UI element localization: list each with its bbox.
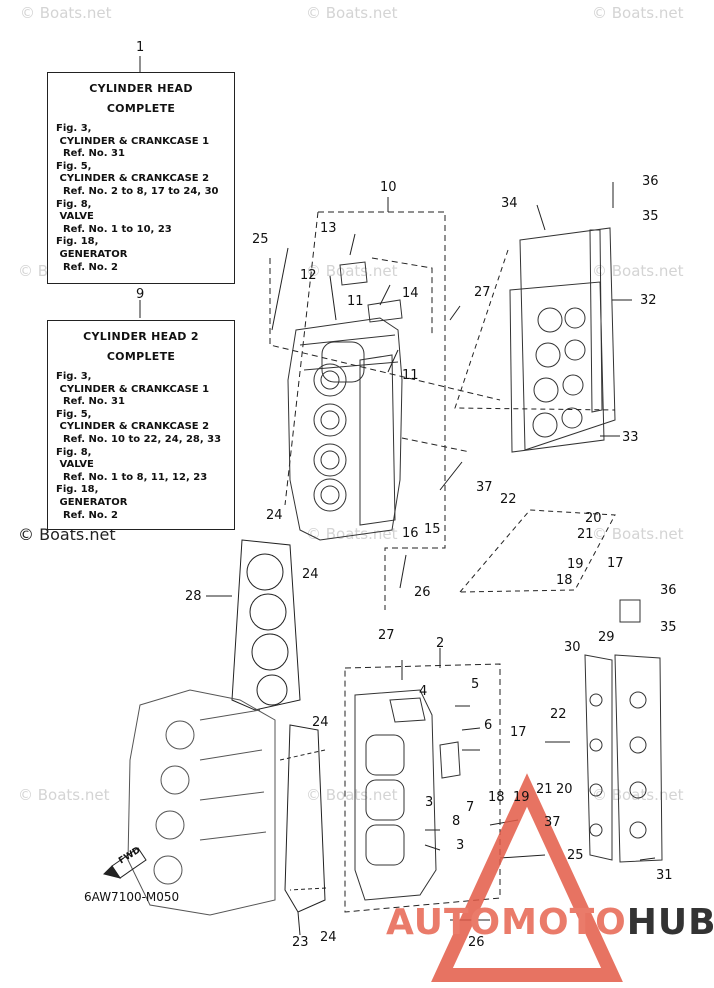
box-line: Fig. 8, (56, 198, 92, 210)
box-line: GENERATOR (56, 496, 128, 508)
box-title: CYLINDER HEAD 2 (83, 330, 199, 343)
part-ref[interactable]: 25 (567, 848, 584, 863)
box-line: VALVE (56, 459, 94, 471)
box-subtitle: COMPLETE (106, 350, 176, 363)
part-ref[interactable]: 36 (642, 174, 659, 189)
part-ref[interactable]: 24 (266, 508, 283, 523)
part-ref[interactable]: 32 (640, 293, 657, 308)
part-ref[interactable]: 11 (347, 294, 364, 309)
box-line: Fig. 18, (56, 236, 99, 248)
part-ref[interactable]: 8 (452, 814, 461, 829)
watermark: © Boats.net (592, 4, 684, 22)
part-ref[interactable]: 24 (302, 567, 319, 582)
box-line: Fig. 5, (56, 160, 92, 172)
part-ref[interactable]: 11 (402, 368, 419, 383)
part-ref[interactable]: 37 (476, 480, 493, 495)
box-line: Ref. No. 2 to 8, 17 to 24, 30 (56, 185, 219, 197)
box-line: Fig. 18, (56, 484, 99, 496)
logo-triangle (431, 773, 623, 982)
box-line: Fig. 5, (56, 408, 92, 420)
part-ref[interactable]: 21 (577, 527, 594, 542)
part-ref[interactable]: 5 (471, 677, 480, 692)
part-ref[interactable]: 18 (488, 790, 505, 805)
watermark: © Boats.net (306, 786, 398, 804)
part-ref[interactable]: 17 (607, 556, 624, 571)
watermark: © Boats.net (306, 4, 398, 22)
box-title: CYLINDER HEAD (89, 82, 193, 95)
part-ref[interactable]: 13 (320, 221, 337, 236)
part-ref[interactable]: 19 (513, 790, 530, 805)
part-ref[interactable]: 33 (622, 430, 639, 445)
box-line: CYLINDER & CRANKCASE 1 (56, 383, 210, 395)
part-ref[interactable]: 24 (320, 930, 337, 945)
part-ref[interactable]: 37 (544, 815, 561, 830)
part-ref[interactable]: 30 (564, 640, 581, 655)
box-line: Ref. No. 10 to 22, 24, 28, 33 (56, 433, 222, 445)
part-ref[interactable]: 3 (425, 795, 434, 810)
box-line: Ref. No. 2 (56, 261, 119, 273)
box-line: Fig. 3, (56, 371, 92, 382)
part-ref[interactable]: 21 (536, 782, 553, 797)
box-subtitle: COMPLETE (106, 102, 176, 115)
part-ref[interactable]: 18 (556, 573, 573, 588)
box-line: VALVE (56, 211, 94, 223)
logo-part1: AUTOMOTO (386, 902, 627, 943)
watermark: © Boats.net (20, 4, 112, 22)
box-line: Ref. No. 1 to 10, 23 (56, 223, 172, 235)
watermark: © Boats.net (592, 262, 684, 280)
box-line: CYLINDER & CRANKCASE 1 (56, 135, 210, 147)
cylinder-head-info-box: CYLINDER HEAD COMPLETE Fig. 3, CYLINDER … (47, 72, 235, 284)
diagram-code: 6AW7100-M050 (84, 890, 180, 904)
ref-2: 2 (436, 636, 445, 651)
ref-10: 10 (380, 180, 397, 195)
part-ref[interactable]: 26 (414, 585, 431, 600)
part-ref[interactable]: 27 (378, 628, 395, 643)
part-ref[interactable]: 22 (500, 492, 517, 507)
part-ref[interactable]: 35 (642, 209, 659, 224)
part-ref[interactable]: 3 (456, 838, 465, 853)
part-ref[interactable]: 28 (185, 589, 202, 604)
part-ref[interactable]: 23 (292, 935, 309, 950)
part-ref[interactable]: 12 (300, 268, 317, 283)
watermark: © Boats.net (592, 525, 684, 543)
ref-9: 9 (136, 287, 145, 302)
part-ref[interactable]: 20 (556, 782, 573, 797)
box-line: CYLINDER & CRANKCASE 2 (56, 421, 210, 433)
part-ref[interactable]: 36 (660, 583, 677, 598)
part-ref[interactable]: 15 (424, 522, 441, 537)
automotohub-logo: AUTOMOTOHUB (386, 902, 714, 943)
part-ref[interactable]: 35 (660, 620, 677, 635)
part-ref[interactable]: 31 (656, 868, 673, 883)
part-ref[interactable]: 19 (567, 557, 584, 572)
part-ref[interactable]: 14 (402, 286, 419, 301)
part-ref[interactable]: 22 (550, 707, 567, 722)
part-ref[interactable]: 24 (312, 715, 329, 730)
part-ref[interactable]: 4 (419, 684, 428, 699)
part-ref[interactable]: 20 (585, 511, 602, 526)
box-line: Fig. 8, (56, 446, 92, 458)
watermark: © Boats.net (18, 786, 110, 804)
watermark: © Boats.net (306, 262, 398, 280)
box-line: CYLINDER & CRANKCASE 2 (56, 173, 210, 185)
box-line: Fig. 3, (56, 123, 92, 134)
part-ref[interactable]: 6 (484, 718, 493, 733)
logo-part2: HUB (626, 902, 714, 943)
part-ref[interactable]: 27 (474, 285, 491, 300)
watermark: © Boats.net (592, 786, 684, 804)
part-ref[interactable]: 7 (466, 800, 475, 815)
box-line: GENERATOR (56, 248, 128, 260)
part-ref[interactable]: 17 (510, 725, 527, 740)
part-ref[interactable]: 34 (501, 196, 518, 211)
part-ref[interactable]: 26 (468, 935, 485, 950)
part-ref[interactable]: 25 (252, 232, 269, 247)
box-line: Ref. No. 31 (56, 148, 125, 160)
part-ref[interactable]: 29 (598, 630, 615, 645)
part-ref[interactable]: 16 (402, 526, 419, 541)
ref-1: 1 (136, 40, 145, 55)
cylinder-head-2-info-box: CYLINDER HEAD 2 COMPLETE Fig. 3, CYLINDE… (47, 320, 235, 530)
box-line: Ref. No. 1 to 8, 11, 12, 23 (56, 471, 208, 483)
box-line: Ref. No. 31 (56, 396, 125, 408)
box-line: Ref. No. 2 (56, 509, 119, 521)
